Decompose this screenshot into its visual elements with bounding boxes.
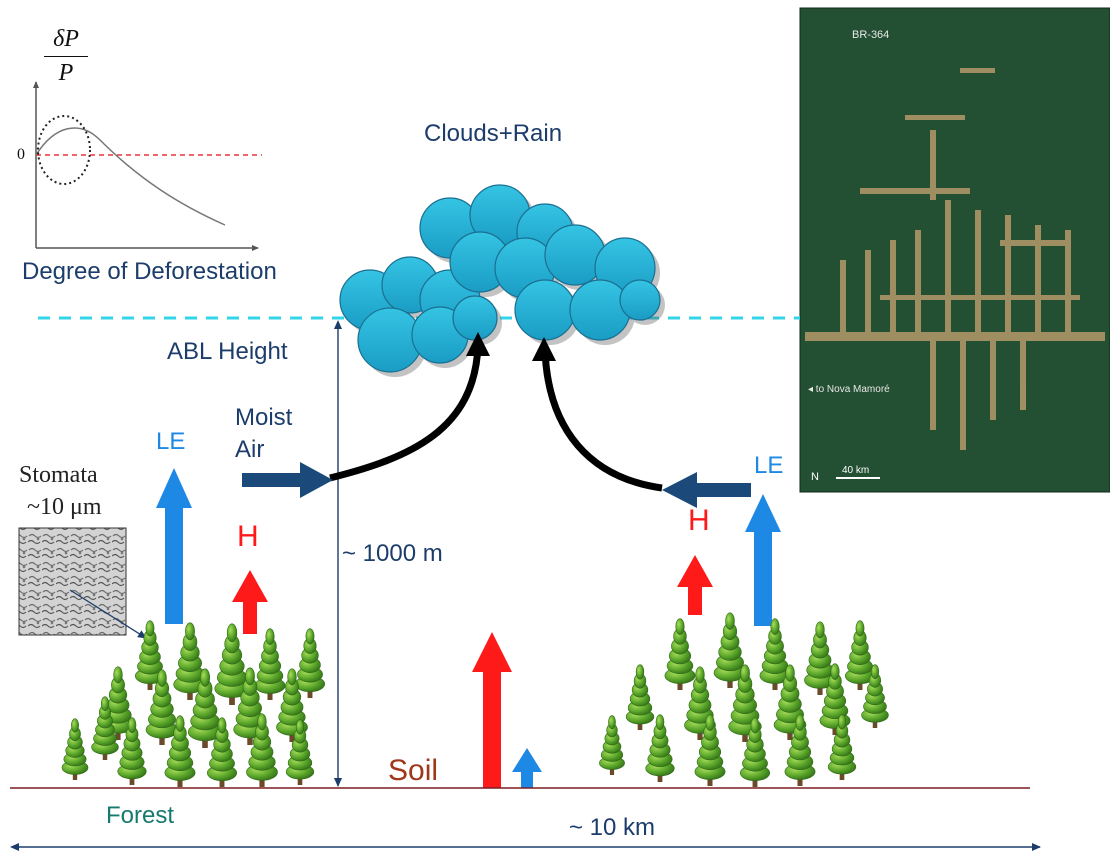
h-arrow-right <box>677 555 713 615</box>
tree <box>739 717 770 787</box>
road-label: BR-364 <box>852 29 889 41</box>
h-label-right: H <box>688 504 710 537</box>
cloud-right <box>494 224 661 341</box>
le-arrow-right <box>745 494 781 626</box>
tree <box>294 628 325 698</box>
tree <box>173 622 207 700</box>
forest-left <box>61 620 325 787</box>
tree <box>713 612 747 688</box>
moist-air-label-line1: Moist <box>235 404 293 431</box>
width-label: ~ 10 km <box>569 814 656 841</box>
tree <box>91 696 119 760</box>
stomata-image <box>18 527 127 636</box>
zero-label: 0 <box>17 146 25 163</box>
satellite-image: BR-364 ◂ to Nova Mamoré N 40 km <box>799 7 1110 493</box>
stomata-pointer <box>69 589 147 639</box>
h-arrow-soil <box>472 632 512 788</box>
town-label: ◂ to Nova Mamoré <box>808 384 890 395</box>
tree <box>784 714 816 786</box>
forest-right <box>599 612 889 787</box>
moist-air-arrow-right <box>662 472 751 508</box>
tree <box>827 714 857 780</box>
tree <box>207 717 238 787</box>
tree <box>804 621 836 695</box>
le-arrow-soil <box>512 748 542 788</box>
stomata-label-line1: Stomata <box>19 462 98 488</box>
tree <box>844 620 875 690</box>
scale-label: 40 km <box>842 465 869 476</box>
tree <box>664 618 696 690</box>
forest-label: Forest <box>106 802 175 829</box>
moist-air-label-line2: Air <box>235 436 265 463</box>
inset-plot <box>33 81 262 251</box>
tree <box>625 664 655 730</box>
tree <box>145 669 179 745</box>
h-label-left: H <box>237 520 259 553</box>
left-convection-curve <box>329 344 482 482</box>
tree <box>276 668 308 742</box>
le-label-right: LE <box>754 452 784 479</box>
tree <box>61 718 89 780</box>
y-label-denominator: P <box>58 60 74 86</box>
tree <box>164 715 196 787</box>
le-label-left: LE <box>156 428 186 455</box>
tree <box>285 719 315 785</box>
stomata-label-line2: ~10 μm <box>27 494 102 520</box>
y-label-fraction-bar <box>44 56 88 57</box>
tree <box>254 628 286 700</box>
tree <box>645 714 675 782</box>
clouds-rain-label: Clouds+Rain <box>424 120 563 147</box>
tree <box>246 713 278 787</box>
x-axis-label: Degree of Deforestation <box>22 258 277 285</box>
tree <box>694 714 726 786</box>
h-arrow-left <box>232 570 268 634</box>
tree <box>135 620 166 690</box>
right-convection-curve <box>541 349 663 492</box>
tree <box>861 664 889 728</box>
left-convection-arrowhead <box>466 332 490 356</box>
height-label: ~ 1000 m <box>342 540 443 567</box>
tree <box>187 668 223 748</box>
right-convection-arrowhead <box>532 337 556 361</box>
tree <box>117 717 147 785</box>
response-curve <box>35 127 226 226</box>
abl-height-label: ABL Height <box>167 338 288 365</box>
highlight-ellipse <box>37 115 91 185</box>
clearing-patterns <box>805 68 1105 450</box>
tree <box>599 715 625 775</box>
moist-air-arrow-left <box>242 462 333 498</box>
y-label-numerator: δP <box>53 26 79 52</box>
le-arrow-left <box>156 468 192 624</box>
tree <box>214 623 250 705</box>
north-label: N <box>811 471 819 483</box>
clouds <box>339 184 665 377</box>
soil-label: Soil <box>388 754 439 787</box>
